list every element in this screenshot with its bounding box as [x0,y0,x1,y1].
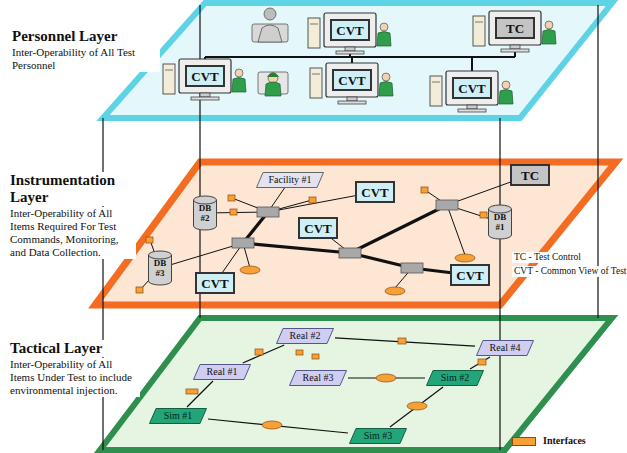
display-screen: CVT [355,181,395,203]
legend-row: Interfaces [512,435,588,447]
node-label: CVT [458,81,485,96]
node-label: TC [521,168,539,183]
layer-caption: Instrumentation LayerInter-Operability o… [8,172,136,259]
legend-text: Interfaces [541,435,588,447]
layer-description: Inter-Operability of All Test Personnel [10,46,160,72]
database-cylinder: DB #2 [193,196,217,230]
node-label: Sim #1 [164,410,193,422]
node-label: Real #2 [290,330,321,342]
layer-title: Instrumentation Layer [8,172,136,206]
layer-connector-lines [103,5,598,450]
link-line [390,387,443,427]
node-label: Real #4 [490,342,521,354]
node-label: Facility #1 [268,174,311,186]
link-line [187,381,213,407]
legend-swatch [512,437,536,446]
layer-description: Inter-Operability of All Items Under Tes… [8,358,140,397]
display-screen: CVT [450,264,490,286]
display-screen: TC [495,17,535,39]
link-line [243,345,285,363]
node-label: CVT [201,276,228,291]
simulator-box: Sim #1 [149,408,207,424]
node-label: DB #2 [199,203,212,223]
legend: Interfaces [512,435,588,447]
node-label: CVT [304,221,331,236]
display-screen: CVT [332,69,372,91]
real-system-box: Real #3 [289,370,347,386]
node-label: DB #1 [494,212,507,232]
instrumentation-network [136,175,530,295]
abbreviation-note: CVT - Common View of Test [512,266,627,277]
layer-title: Personnel Layer [10,28,119,45]
database-cylinder: DB #1 [488,205,512,239]
node-label: CVT [361,185,388,200]
personnel-network [163,8,556,112]
layer-plane: Tactical LayerInter-Operability of All I… [0,314,627,453]
display-screen: CVT [330,19,370,41]
link-line [470,357,490,369]
node-label: Sim #2 [441,372,470,384]
node-label: CVT [338,73,365,88]
node-label: Real #3 [303,372,334,384]
layer-title: Tactical Layer [8,340,104,357]
facility-box: Facility #1 [256,172,324,188]
node-label: Sim #3 [364,430,393,442]
field-operator [258,72,288,96]
abbreviation-note: TC - Test Control [512,252,583,263]
layer-caption: Tactical LayerInter-Operability of All I… [8,340,140,397]
tactical-interfaces [186,338,486,429]
node-label: CVT [456,268,483,283]
real-system-box: Real #1 [193,364,251,380]
seated-operator [252,8,288,42]
simulator-box: Sim #3 [349,428,407,444]
node-label: DB #3 [154,258,167,278]
display-screen: CVT [185,65,225,87]
display-screen: CVT [195,272,235,294]
display-screen: TC [510,164,550,186]
real-system-box: Real #2 [276,328,334,344]
node-label: CVT [336,23,363,38]
simulator-box: Sim #2 [426,370,484,386]
layer-plane: Instrumentation LayerInter-Operability o… [0,158,627,308]
link-line [335,338,475,346]
node-label: Real #1 [207,366,238,378]
real-system-box: Real #4 [476,340,534,356]
display-screen: CVT [298,217,338,239]
database-cylinder: DB #3 [148,251,172,285]
layer-description: Inter-Operability of All Items Required … [8,207,136,259]
node-label: TC [506,21,524,36]
node-label: CVT [191,69,218,84]
link-line [208,419,348,433]
layer-caption: Personnel LayerInter-Operability of All … [10,28,160,72]
display-screen: CVT [452,77,492,99]
